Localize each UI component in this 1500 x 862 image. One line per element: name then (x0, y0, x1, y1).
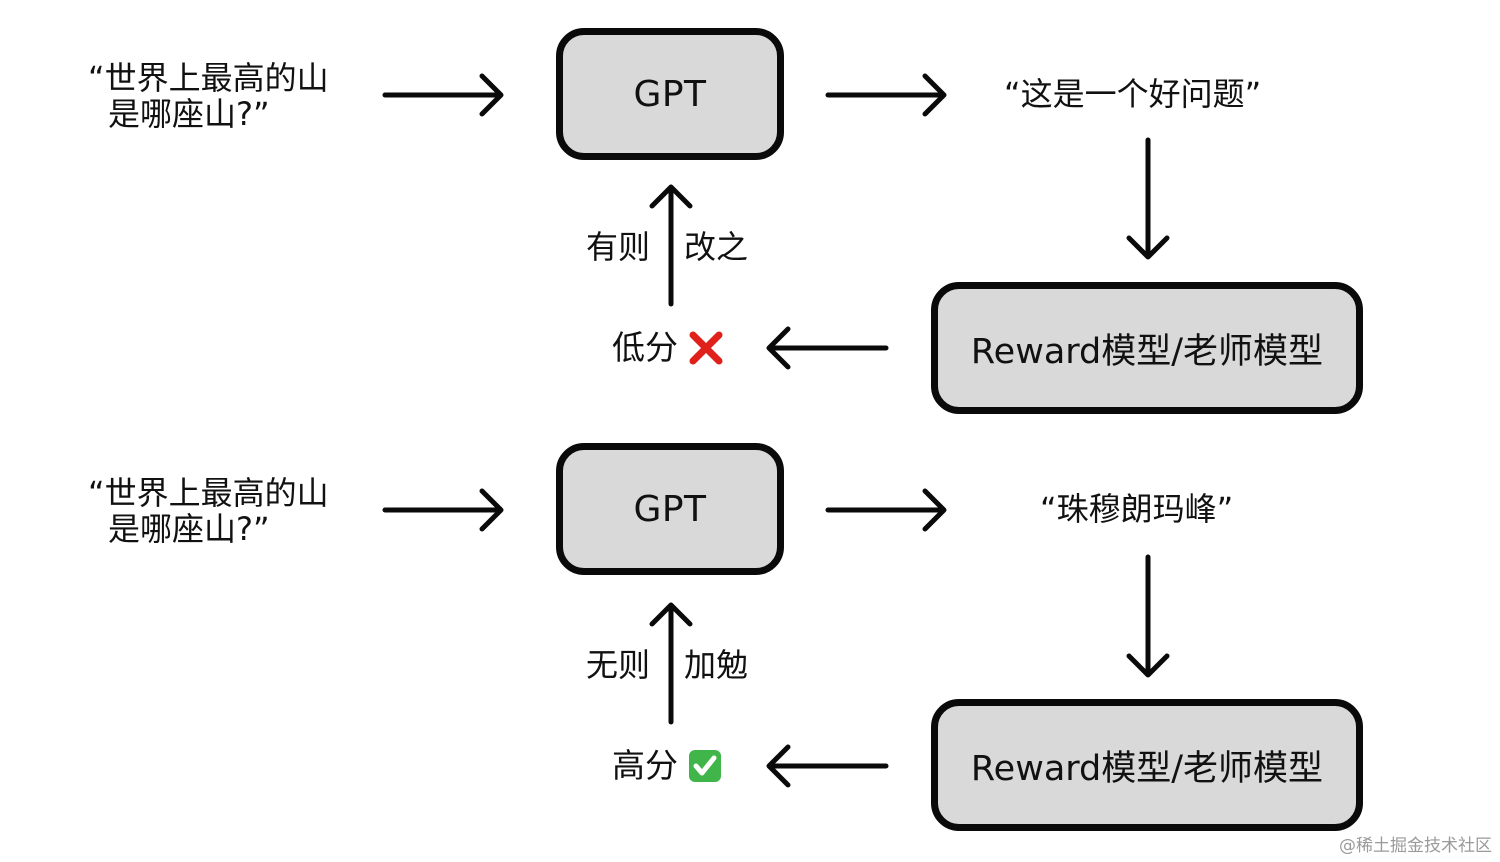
feedback-right-top: 改之 (684, 228, 749, 266)
cross-icon (689, 331, 723, 365)
question-text-top: “世界上最高的山 是哪座山?” (88, 60, 329, 132)
arrow-question-to-gpt-bottom (382, 488, 504, 532)
arrow-score-to-gpt-top (649, 184, 693, 307)
score-top: 低分 (612, 329, 724, 367)
question-line-2: 是哪座山?” (108, 95, 270, 133)
reward-model-label: Reward模型/老师模型 (970, 331, 1324, 372)
reward-model-box-top: Reward模型/老师模型 (931, 282, 1363, 414)
gpt-label: GPT (633, 488, 707, 530)
reward-model-box-bottom: Reward模型/老师模型 (931, 699, 1363, 831)
gpt-label: GPT (633, 73, 707, 115)
answer-text-bottom: “珠穆朗玛峰” (1040, 490, 1234, 528)
question-line-1: “世界上最高的山 (88, 474, 329, 512)
score-bottom: 高分 (612, 747, 722, 785)
arrow-score-to-gpt-bottom (649, 602, 693, 725)
watermark: @稀土掘金技术社区 (1339, 836, 1492, 856)
feedback-left-top: 有则 (586, 228, 651, 266)
question-line-2: 是哪座山?” (108, 510, 270, 548)
question-line-1: “世界上最高的山 (88, 59, 329, 97)
score-label: 高分 (612, 746, 678, 785)
reward-model-label: Reward模型/老师模型 (970, 748, 1324, 789)
gpt-box-top: GPT (556, 28, 784, 160)
arrow-reward-to-score-bottom (766, 744, 889, 788)
answer-text-top: “这是一个好问题” (1004, 75, 1262, 113)
arrow-question-to-gpt-top (382, 73, 504, 117)
arrow-gpt-to-answer-top (825, 73, 947, 117)
arrow-answer-to-reward-bottom (1126, 554, 1170, 678)
arrow-answer-to-reward-top (1126, 137, 1170, 260)
gpt-box-bottom: GPT (556, 443, 784, 575)
check-box-icon (689, 750, 721, 782)
arrow-gpt-to-answer-bottom (825, 488, 947, 532)
score-label: 低分 (612, 328, 678, 367)
arrow-reward-to-score-top (766, 326, 889, 370)
feedback-left-bottom: 无则 (586, 646, 651, 684)
feedback-right-bottom: 加勉 (684, 646, 749, 684)
question-text-bottom: “世界上最高的山 是哪座山?” (88, 475, 329, 547)
